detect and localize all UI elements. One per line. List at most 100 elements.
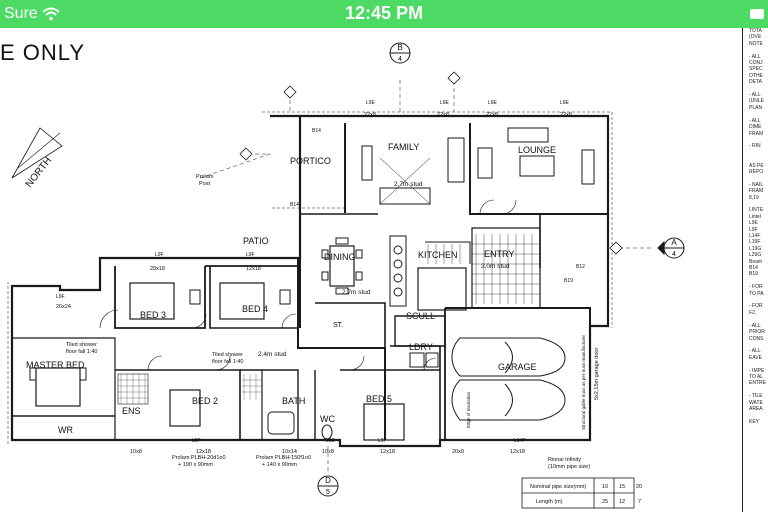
room-ldry: LDRY [409,342,433,352]
note-prolam1b: + 190 x 90mm [178,462,213,468]
room-bed4: BED 4 [242,304,268,314]
dim-9: 10x14 [282,449,297,455]
notes-line: - RIN [749,143,761,150]
room-bed2: BED 2 [192,396,218,406]
car-icon [451,337,566,421]
note-prolam-post: Prolam [196,174,214,180]
lintel-12: B14 [312,128,321,134]
note-shower1: Tiled shower [66,342,97,348]
notes-line: - FOR [749,303,763,310]
notes-line: L29G [749,252,762,259]
notes-line: L9E [749,220,758,227]
room-st: ST. [333,322,343,329]
notes-line: B14 [749,265,758,272]
notes-line: - ALL [749,117,761,124]
lintel-3: L9E [488,100,498,106]
note-shower2: Tiled shower [212,352,243,358]
notes-line: TOTA [749,28,762,34]
room-bed3: BED 3 [140,310,166,320]
notes-line: - ALL [749,348,761,355]
lintel-1: L9E [366,100,376,106]
lintel-15: B12 [576,264,585,270]
notes-line: PLAN [749,104,763,111]
room-master-bed: MASTER BED [26,360,85,370]
notes-line: - FOR [749,284,763,291]
room-family: FAMILY [388,142,419,152]
dim-2: 22x8 [437,112,449,118]
pipe-table-r1c1: 10 [602,484,608,490]
room-wr: WR [58,425,73,435]
section-marker-d [317,475,339,497]
notes-line: EAVE [749,354,762,361]
note-shower1b: floor fall 1:40 [66,349,98,355]
lintel-10: L9F [378,438,387,444]
status-bar: Sure 12:45 PM [0,0,768,28]
notes-line: OTHE [749,72,763,79]
room-bed5: BED 5 [366,394,392,404]
notes-line: TO PA [749,290,764,297]
lintel-6: L9F [246,252,255,258]
dim-6: 12x18 [246,266,261,272]
note-struct-wall: Structural gable truss as per truss manu… [581,334,586,430]
notes-line: - ALL [749,322,761,329]
section-marker-b [389,42,411,64]
notes-line: WATE [749,399,763,406]
wifi-icon [42,7,60,21]
lintel-14: B19 [564,278,573,284]
notes-line: (UNLE [749,98,765,105]
note-shower2b: floor fall 1:40 [212,359,244,365]
pipe-table-r1c2: 15 [619,484,625,490]
room-ens: ENS [122,406,141,416]
pipe-table-row1-label: Nominal pipe size(mm) [530,484,586,490]
notes-line: FRAM [749,130,764,137]
exterior-walls [10,114,610,448]
section-b-number: 4 [398,56,402,63]
room-dining: DINING [324,252,356,262]
dim-4: 22x8 [560,112,572,118]
lintel-13: B14 [290,202,299,208]
dim-13: 12x18 [510,449,525,455]
notes-line: TO AL [749,373,764,380]
stud-dining: 2,7m stud [342,289,371,296]
notes-line: L19G [749,245,762,252]
notes-line: KEY [749,418,760,425]
dim-14: 10x8 [130,449,142,455]
notes-line: 8,19 [749,194,759,201]
note-rinnai: Rinnai Infinity [548,457,581,463]
notes-line: (OVE [749,34,762,41]
notes-line: Beam [749,258,763,265]
lintel-5: L9F [155,252,164,258]
note-garage-door: 5x2,15m garage door [594,348,600,400]
plan-sheet[interactable]: E ONLY [0,28,768,512]
notes-line: Lintel [749,213,761,220]
note-prolam1: Prolam PLBH-20d1o0 [172,455,226,461]
notes-line: AS PE [749,162,764,169]
section-d-number: 5 [326,489,330,496]
notes-line: ENTRE [749,380,766,387]
notes-line: - IMPE [749,367,765,374]
dim-7: 20x24 [56,304,71,310]
pipe-table-r2c2: 12 [619,499,625,505]
dim-10: 10x8 [322,449,334,455]
room-bath: BATH [282,396,305,406]
floor-plan: B 4 A 4 D 5 NORTH PORTICO FAMILY LOUNGE … [7,42,685,509]
notes-line: CONJ [749,60,763,67]
dim-1: 22x8 [364,112,376,118]
notes-line: AREA [749,405,763,412]
notes-line: CONS [749,335,764,342]
notes-line: L14F [749,233,761,239]
battery-icon [750,9,764,19]
notes-line: L9F [749,226,758,233]
lintel-7: L9F [56,294,65,300]
lintel-2: L9E [440,100,450,106]
lintel-4: L9E [560,100,570,106]
section-a-number: 4 [672,251,676,258]
note-insulation: Edge of Insulation [466,391,471,428]
notes-line: REPO [749,168,764,175]
room-scull: SCULL [406,311,435,321]
pipe-table-r1c3: 20 [636,484,642,490]
section-marker-a [657,237,685,259]
notes-line: NOTE [749,40,763,47]
dim-5: 20x18 [150,266,165,272]
